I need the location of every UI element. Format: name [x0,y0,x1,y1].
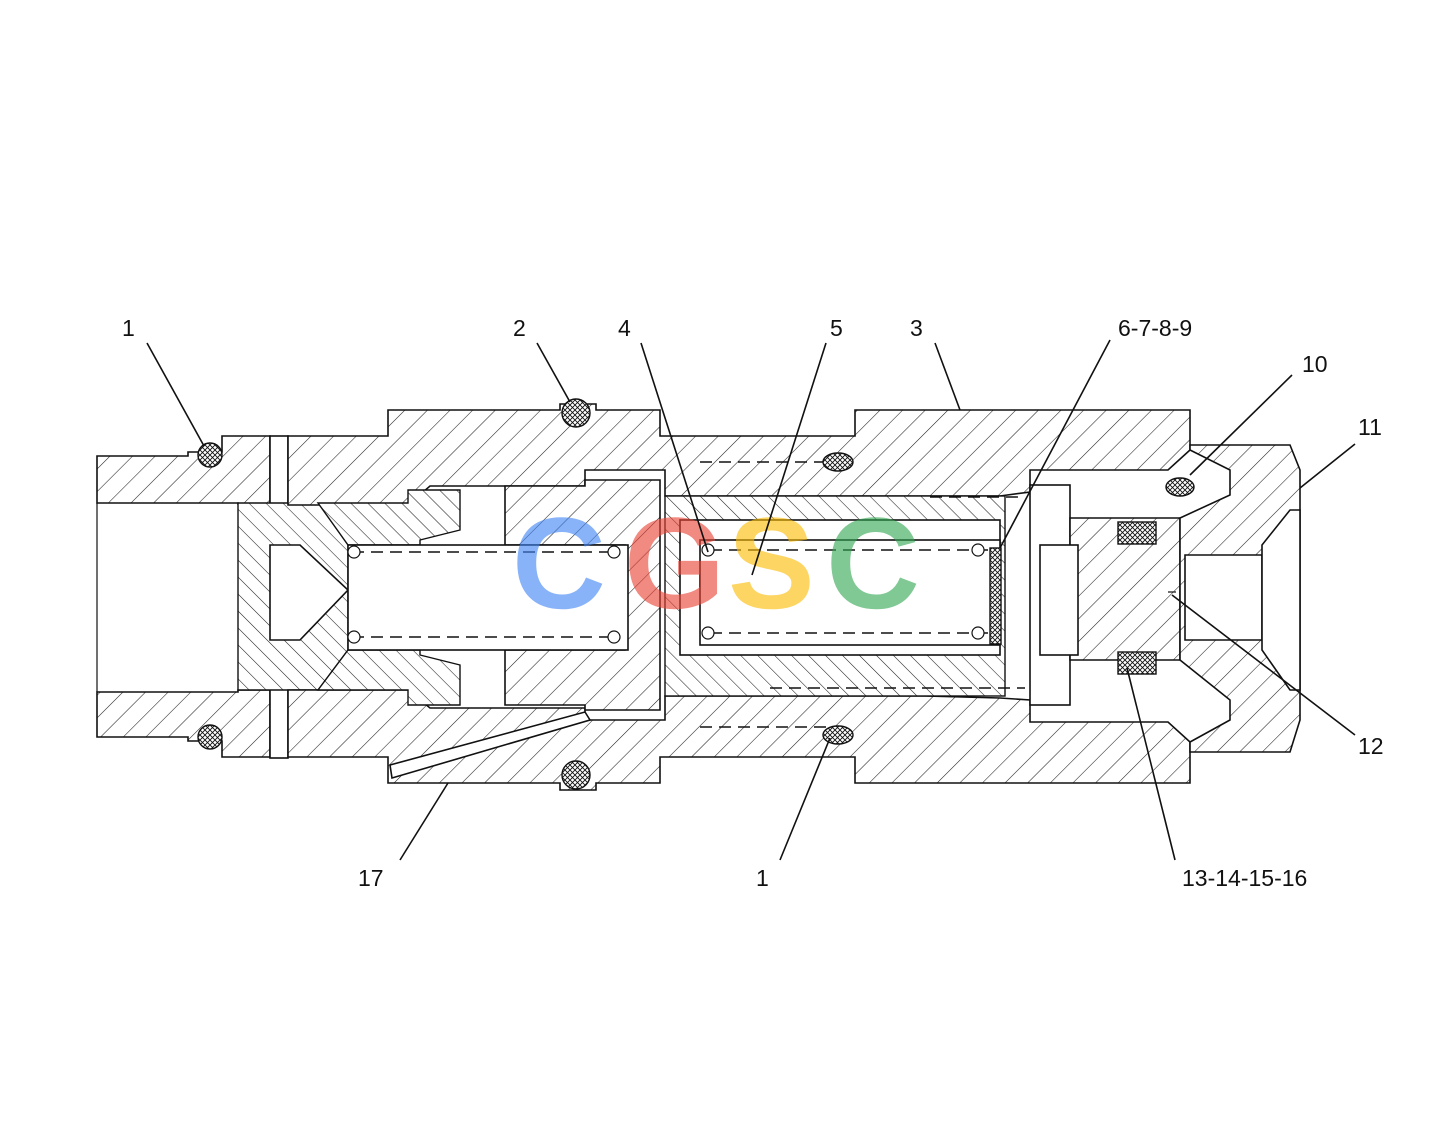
end-cap [1179,444,1301,753]
watermark: C G S C [512,490,920,636]
callout-13-14-15-16: 13-14-15-16 [1182,865,1307,891]
watermark-letter-c1: C [512,490,606,636]
callout-3: 3 [910,315,923,341]
watermark-letter-c2: C [826,490,920,636]
callout-1-bottom: 1 [756,865,769,891]
callout-11: 11 [1358,414,1382,440]
callout-12: 12 [1358,733,1384,759]
piston-sleeve [664,461,1025,728]
main-housing [287,403,1191,791]
watermark-letter-g: G [624,490,725,636]
callout-17: 17 [358,865,384,891]
inlet-check-seat [237,502,350,691]
callout-6-7-8-9: 6-7-8-9 [1118,315,1192,341]
callout-5: 5 [830,315,843,341]
o-rings [197,398,1195,790]
callout-2: 2 [513,315,526,341]
callout-10: 10 [1302,351,1328,377]
leader-lines [146,339,1356,861]
adjuster-plug [1029,484,1181,706]
drilled-passage [389,711,592,780]
spool-carrier [316,479,661,711]
callout-labels: 1 2 4 5 3 6-7-8-9 10 11 12 17 1 13-14-15… [122,315,1384,891]
callout-4: 4 [618,315,631,341]
callout-1-top: 1 [122,315,135,341]
spring-left [347,544,629,651]
